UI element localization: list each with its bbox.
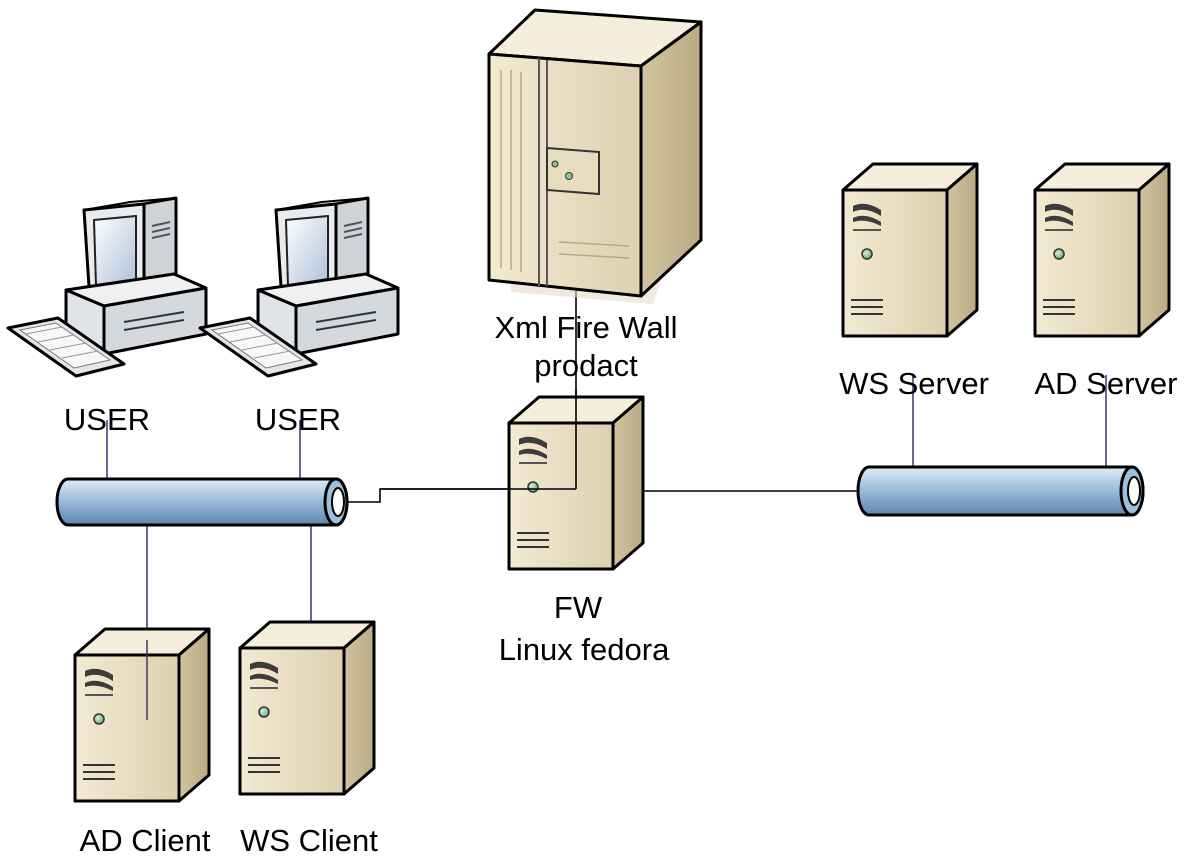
tower-server-icon <box>1033 158 1179 342</box>
ws-client-label: WS Client <box>240 823 378 858</box>
tower-server-icon <box>841 158 987 342</box>
xml-firewall-label: Xml Fire Wall <box>494 310 677 345</box>
user-label: USER <box>64 402 150 437</box>
tower-server-icon <box>238 616 384 800</box>
left-network-bus <box>55 477 349 527</box>
fw-label-line2: Linux fedora <box>499 632 670 667</box>
desktop-computer-icon <box>198 196 400 378</box>
fw-label: FW <box>554 590 603 625</box>
ad-server-label: AD Server <box>1035 366 1178 401</box>
user-label: USER <box>255 402 341 437</box>
ws-server-label: WS Server <box>839 366 989 401</box>
ad-client-label: AD Client <box>80 823 211 858</box>
right-network-bus <box>856 465 1145 517</box>
desktop-computer-icon <box>6 196 208 378</box>
tower-server-icon <box>73 623 219 807</box>
tower-server-icon <box>507 391 653 575</box>
rack-server-icon <box>487 8 703 304</box>
xml-firewall-label-line2: prodact <box>534 348 638 383</box>
